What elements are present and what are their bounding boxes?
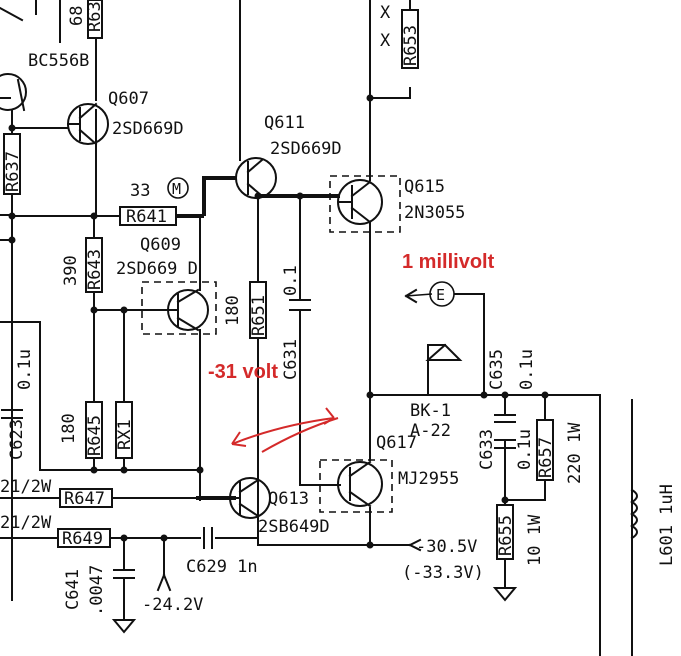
q607-ref: Q607 <box>108 89 149 109</box>
resistor-r637 <box>3 133 21 195</box>
capacitor-c641 <box>113 569 135 579</box>
r631-label: R631 <box>85 0 105 32</box>
c635-label: C635 <box>487 349 507 390</box>
r647-label: R647 <box>64 489 105 509</box>
resistor-r651 <box>249 281 267 339</box>
transistor-q609 <box>141 281 217 335</box>
capacitor-c633 <box>494 439 516 449</box>
bk1-symbol <box>425 343 463 361</box>
voltage-neg-24-2: -24.2V <box>142 595 203 615</box>
r653-label: R653 <box>401 25 421 66</box>
q607-part: 2SD669D <box>112 119 184 139</box>
resistor-r643 <box>85 237 103 293</box>
value-r647: 21/2W <box>0 477 52 497</box>
transistor-bc556b <box>0 73 27 112</box>
r649-label: R649 <box>62 529 103 549</box>
q613-part: 2SB649D <box>258 517 330 537</box>
value-10-1w: 10 1W <box>525 514 545 566</box>
c641-label: C641 <box>63 569 83 610</box>
value-180-r645: 180 <box>59 413 79 444</box>
rx1-label: RX1 <box>115 419 135 450</box>
arrow-symbols <box>156 288 422 592</box>
resistor-r631 <box>87 0 103 39</box>
r657-label: R657 <box>536 437 556 478</box>
value-0-1u-c623: 0.1u <box>15 349 35 390</box>
transistor-q611 <box>235 157 277 199</box>
r641-label: R641 <box>126 207 167 227</box>
value-68: 68 <box>67 6 87 26</box>
value-0-1-c631: 0.1 <box>281 265 301 296</box>
l601-label: L601 1uH <box>657 484 677 566</box>
value-33: 33 <box>130 181 150 201</box>
q609-ref: Q609 <box>140 235 181 255</box>
q609-part: 2SD669 D <box>116 259 198 279</box>
value-labels: 68 33 390 180 180 0.1 0.1u 0.1u 0.1u 21/… <box>0 3 677 616</box>
resistor-rx1 <box>115 401 133 459</box>
resistor-r655 <box>496 504 514 560</box>
transistor-q615 <box>329 175 401 233</box>
q615-part: 2N3055 <box>404 203 465 223</box>
value-390: 390 <box>61 255 81 286</box>
q617-ref: Q617 <box>376 433 417 453</box>
q611-ref: Q611 <box>264 113 305 133</box>
c631-label: C631 <box>281 339 301 380</box>
resistor-r645 <box>85 401 103 459</box>
c629-label: C629 1n <box>186 557 258 577</box>
inductor-l601 <box>630 488 638 540</box>
resistor-r657 <box>536 419 554 481</box>
bc556b-label: BC556B <box>28 51 89 71</box>
annotations: 1 millivolt -31 volt <box>208 251 495 453</box>
r645-label: R645 <box>85 415 105 456</box>
a22-label: A-22 <box>410 421 451 441</box>
annotation-minus-31-volt: -31 volt <box>208 361 278 383</box>
resistor-r653 <box>401 9 419 69</box>
m-marker: M <box>167 177 189 199</box>
resistor-r647 <box>59 488 113 508</box>
capacitor-c629 <box>203 527 213 549</box>
e-probe-label: E <box>436 286 445 304</box>
resistor-r649 <box>57 528 111 548</box>
m-marker-label: M <box>172 180 181 198</box>
resistor-r641 <box>119 206 177 226</box>
voltage-neg-33-3: (-33.3V) <box>402 563 484 583</box>
ground-symbols <box>111 587 518 634</box>
x-mark-1: X <box>380 3 391 23</box>
transistor-q613 <box>229 477 271 519</box>
q611-part: 2SD669D <box>270 139 342 159</box>
annotation-1-millivolt: 1 millivolt <box>402 251 495 273</box>
q615-ref: Q615 <box>404 177 445 197</box>
voltage-neg-30-5: -30.5V <box>416 537 477 557</box>
value-r649: 21/2W <box>0 513 52 533</box>
q613-ref: Q613 <box>268 489 309 509</box>
value-0-1u-c633: 0.1u <box>515 429 535 470</box>
q617-part: MJ2955 <box>398 469 459 489</box>
e-probe: E <box>429 281 455 307</box>
value-180-q609: 180 <box>223 295 243 326</box>
red-arrow-line-2 <box>231 417 335 445</box>
x-mark-2: X <box>380 31 391 51</box>
capacitor-c635 <box>494 414 516 423</box>
junction-dots <box>8 94 549 549</box>
r637-label: R637 <box>3 151 23 192</box>
red-arrowhead-right <box>323 407 335 425</box>
component-labels: BC556B Q607 2SD669D Q611 2SD669D Q615 2N… <box>3 0 556 610</box>
c623-label: C623 <box>7 419 27 460</box>
c633-label: C633 <box>477 429 497 470</box>
value-220-1w: 220 1W <box>565 422 585 484</box>
capacitor-c631 <box>289 299 311 311</box>
value-0-1u-c635: 0.1u <box>517 349 537 390</box>
r651-label: R651 <box>249 295 269 336</box>
r655-label: R655 <box>496 515 516 556</box>
capacitor-c623 <box>1 409 23 419</box>
bk1-label: BK-1 <box>410 401 451 421</box>
r643-label: R643 <box>85 249 105 290</box>
red-arrowhead-left <box>231 431 247 447</box>
transistor-q617 <box>319 459 393 513</box>
value-0047: .0047 <box>87 565 107 616</box>
transistor-q607 <box>67 102 109 146</box>
